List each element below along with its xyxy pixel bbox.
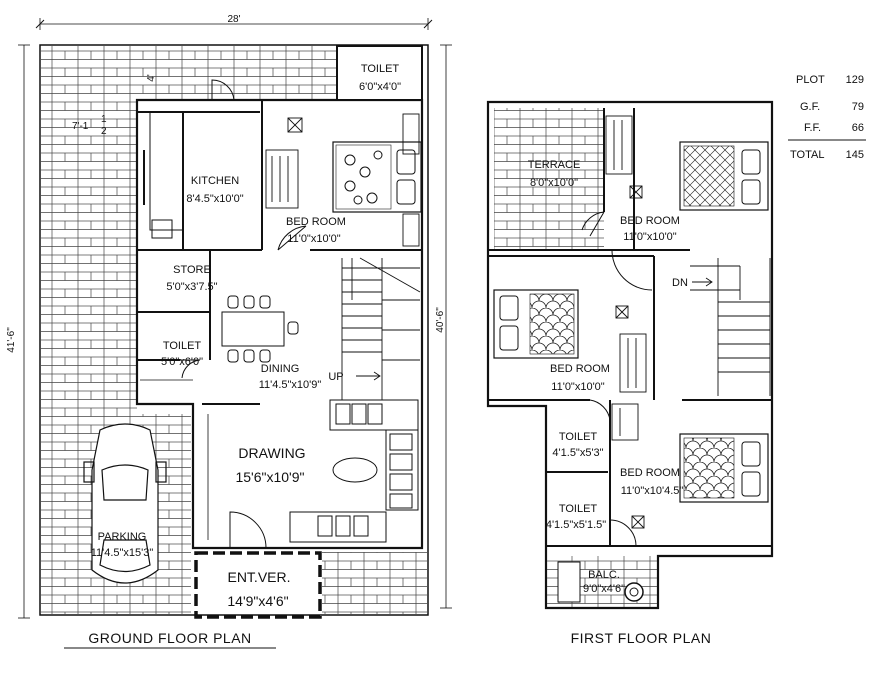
paving-front-right (322, 552, 427, 614)
entrance-size: 14'9"x4'6" (227, 593, 288, 609)
balcony-name: BALC. (588, 569, 620, 581)
sofa-set (289, 399, 419, 543)
first-bedroom-3-name: BED ROOM (620, 467, 680, 479)
area-total-value: 145 (846, 149, 864, 161)
ground-bed (332, 141, 422, 213)
terrace-paving (494, 108, 604, 250)
first-bedroom-2-size: 11'0"x10'0" (551, 381, 604, 393)
dining-table (221, 295, 299, 363)
area-row-plot-value: 129 (846, 74, 864, 86)
terrace-size: 8'0"x10'0" (530, 177, 578, 189)
first-bedroom-1-size: 11'0"x10'0" (623, 231, 676, 243)
toilet-top-room (336, 45, 423, 101)
kitchen-name: KITCHEN (191, 175, 239, 187)
entrance-verandah (194, 551, 322, 619)
ground-floor-title: GROUND FLOOR PLAN (88, 630, 251, 646)
kitchen-counter (143, 112, 183, 239)
interior-walls (137, 100, 422, 548)
area-row-ff-label: F.F. (804, 122, 821, 134)
inner-depth-dimension (440, 44, 452, 609)
ground-toilet-name: TOILET (163, 340, 202, 352)
dn-label: DN (672, 277, 688, 289)
area-row-plot-label: PLOT (796, 74, 825, 86)
kitchen-size: 8'4.5"x10'0" (186, 193, 243, 205)
setback-side-text: 7'-1 (72, 121, 89, 132)
first-floor-walls (488, 108, 772, 547)
ground-floor-plan (18, 18, 452, 619)
first-toilet-2-name: TOILET (559, 503, 598, 515)
area-row-gf-label: G.F. (800, 101, 820, 113)
up-label: UP (328, 371, 343, 383)
first-staircase (690, 258, 771, 396)
first-bed-1 (679, 141, 769, 211)
toilet-top-size: 6'0"x4'0" (359, 81, 401, 93)
first-doors (581, 211, 653, 547)
area-total-label: TOTAL (790, 149, 824, 161)
parking-size: 11'4.5"x15'3" (91, 547, 154, 559)
first-bed-3 (679, 433, 769, 503)
first-toilet-1-size: 4'1.5"x5'3" (552, 447, 603, 459)
ground-bedroom-name: BED ROOM (286, 216, 346, 228)
ground-floor-labels: 28' 41'-6" 40'-6" 4' 7'-1 1 2 TOILET 6'0… (6, 14, 446, 646)
drawing-name: DRAWING (238, 445, 305, 461)
first-floor-title: FIRST FLOOR PLAN (571, 630, 712, 646)
area-table: PLOT 129 G.F. 79 F.F. 66 TOTAL 145 (790, 74, 864, 161)
ground-staircase (341, 257, 421, 400)
area-row-gf-value: 79 (852, 101, 864, 113)
width-dimension (35, 18, 433, 30)
setback-top-text: 4' (146, 74, 157, 82)
inner-depth-dim-text: 40'-6" (435, 307, 446, 333)
width-dim-text: 28' (227, 14, 240, 25)
terrace-name: TERRACE (528, 159, 581, 171)
depth-dim-text: 41'-6" (6, 327, 17, 353)
first-bed-2 (493, 289, 579, 359)
ground-bedroom-size: 11'0"x10'0" (287, 233, 340, 245)
store-size: 5'0"x3'7.5" (166, 281, 217, 293)
first-bedroom-2-name: BED ROOM (550, 363, 610, 375)
paving-left (41, 46, 137, 414)
first-toilet-2-size: 4'1.5"x5'1.5" (546, 519, 606, 531)
first-bedroom-1-name: BED ROOM (620, 215, 680, 227)
drawing-size: 15'6"x10'9" (235, 469, 304, 485)
ground-toilet-size: 5'0"x6'0" (161, 356, 203, 368)
toilet-top-name: TOILET (361, 63, 400, 75)
dining-size: 11'4.5"x10'9" (259, 379, 322, 391)
first-floor-plan (486, 100, 774, 610)
first-bedroom-3-size: 11'0"x10'4.5" (621, 485, 684, 497)
parking-name: PARKING (98, 531, 147, 543)
first-wardrobes (605, 115, 647, 529)
doors (180, 79, 307, 549)
balcony (547, 556, 657, 607)
first-floor-labels: TERRACE 8'0"x10'0" BED ROOM 11'0"x10'0" … (528, 159, 712, 646)
store-name: STORE (173, 264, 211, 276)
car (83, 423, 167, 584)
first-toilet-1-name: TOILET (559, 431, 598, 443)
paving-top (137, 46, 337, 100)
setback-frac-num: 1 (101, 114, 107, 125)
area-row-ff-value: 66 (852, 122, 864, 134)
dining-name: DINING (261, 363, 300, 375)
balcony-size: 9'0"x4'6" (583, 583, 625, 595)
depth-dimension (18, 44, 30, 619)
setback-frac-den: 2 (101, 126, 107, 137)
ground-wardrobe (265, 113, 420, 247)
entrance-name: ENT.VER. (227, 569, 290, 585)
plot-boundary (39, 44, 429, 616)
